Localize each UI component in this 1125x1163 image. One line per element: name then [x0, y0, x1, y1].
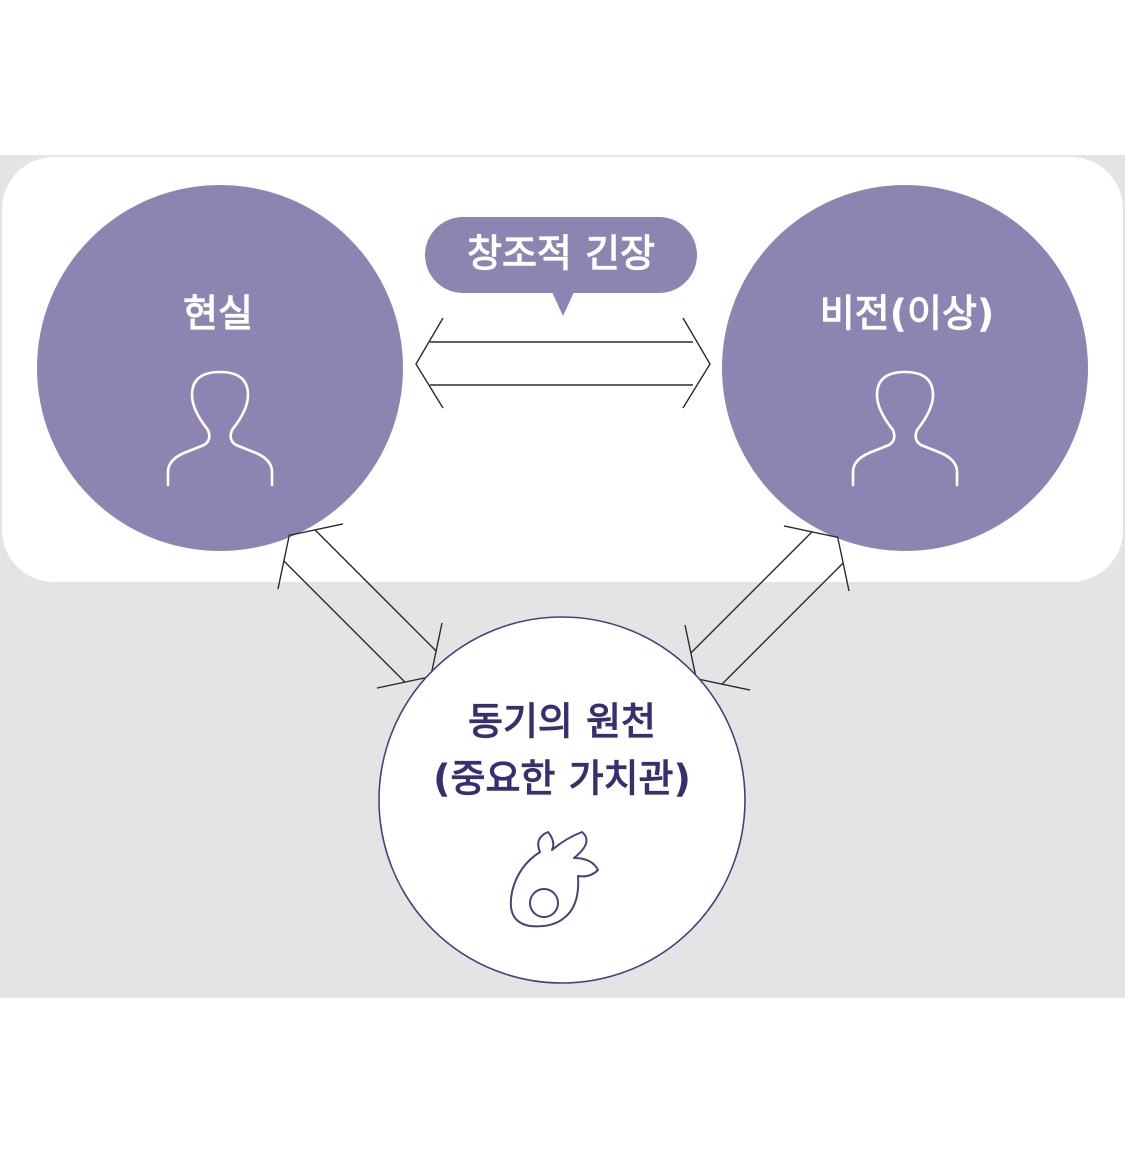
vision-label: 비전(이상) [820, 292, 995, 336]
motivation-node: 동기의 원천 (중요한 가치관) [378, 616, 746, 984]
double-arrow-reality-vision [415, 317, 711, 409]
reality-label: 현실 [183, 292, 253, 336]
vision-circle [722, 185, 1088, 551]
reality-node: 현실 [37, 185, 403, 551]
reality-circle [37, 185, 403, 551]
fire-icon [509, 831, 599, 928]
motivation-label-line2: (중요한 가치관) [433, 757, 691, 801]
tension-bubble: 창조적 긴장 [425, 217, 697, 316]
person-icon [851, 370, 959, 487]
vision-node: 비전(이상) [722, 185, 1088, 551]
motivation-circle [378, 616, 746, 984]
tension-bubble-pointer [552, 292, 574, 316]
tension-bubble-label: 창조적 긴장 [467, 232, 655, 276]
motivation-label-line1: 동기의 원천 [468, 700, 656, 744]
tension-bubble-body [425, 217, 697, 293]
person-icon [166, 370, 274, 487]
